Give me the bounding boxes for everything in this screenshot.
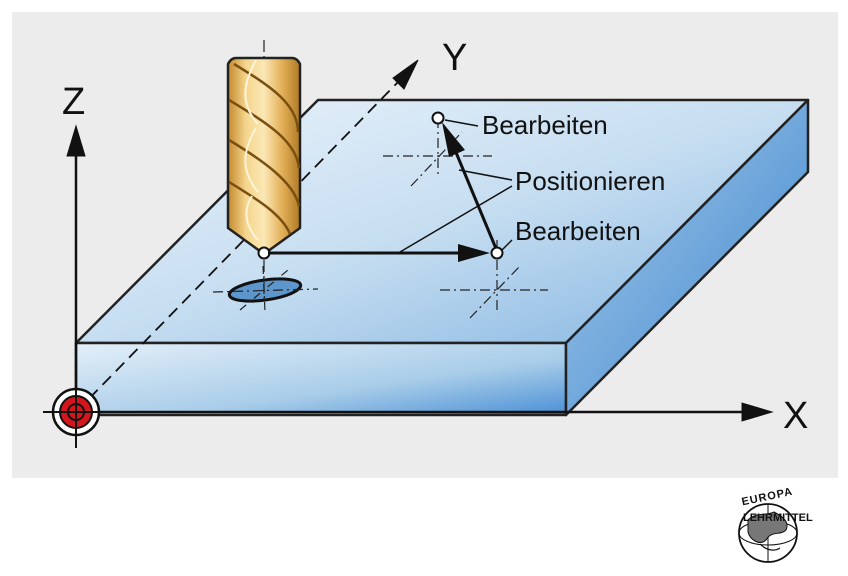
- horizontal-arrowhead: [458, 244, 490, 262]
- y-axis-line: [75, 79, 401, 413]
- y-axis-label: Y: [442, 37, 467, 79]
- target-point-bottom: [490, 246, 504, 260]
- logo-lehrmittel-text: LEHRMITTEL: [743, 512, 813, 524]
- z-axis-label: Z: [62, 81, 85, 123]
- globe-logo-icon: [738, 503, 798, 563]
- callout-leaders: [399, 119, 513, 253]
- y-axis-arrowhead: [392, 59, 419, 90]
- diagonal-positioning-arrow: [453, 149, 499, 252]
- workpiece-front-face: [74, 341, 568, 417]
- z-axis-arrowhead: [66, 124, 86, 157]
- callout-machining-bottom: Bearbeiten: [515, 216, 641, 246]
- diagonal-arrowhead: [442, 122, 465, 157]
- callout-machining-top: Bearbeiten: [482, 110, 608, 140]
- workpiece-side-face: [564, 98, 810, 417]
- x-axis-arrowhead: [741, 402, 774, 422]
- machine-zero-point-icon: [43, 379, 109, 448]
- drill-point-marker: [257, 246, 271, 260]
- coordinate-axes: [66, 59, 774, 422]
- positioning-path: [268, 122, 499, 262]
- target-point-top: [431, 111, 445, 125]
- callout-positioning: Positionieren: [515, 166, 665, 196]
- x-axis-label: X: [783, 395, 808, 437]
- twist-drill-icon: [226, 56, 302, 256]
- workpiece: [74, 98, 810, 417]
- target-crosshair-bottom: [440, 240, 548, 319]
